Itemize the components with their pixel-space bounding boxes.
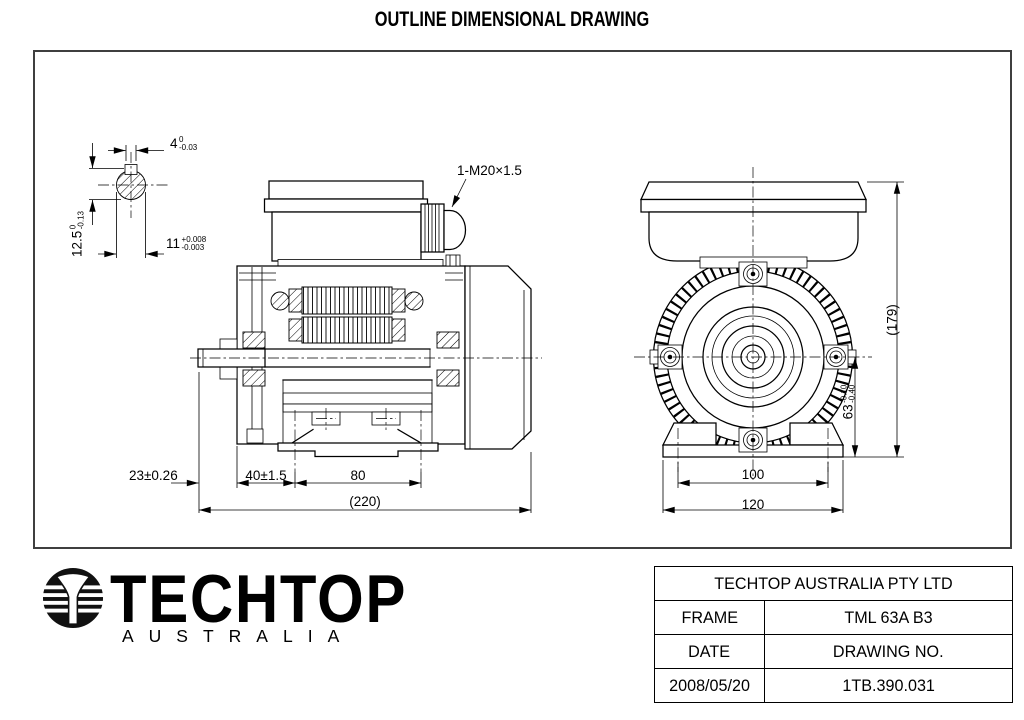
title-block-company-row: TECHTOP AUSTRALIA PTY LTD (655, 567, 1012, 600)
motor-outline-drawing: .ln{stroke:#000;stroke-width:1.25;fill:n… (89, 143, 904, 514)
techtop-logo-icon (42, 567, 104, 629)
cable-gland-label: 1-M20×1.5 (457, 163, 522, 178)
dim-shoulder-to-foot-hole: 40±1.5 (245, 468, 287, 483)
title-block-frame-row: FRAME TML 63A B3 (655, 600, 1012, 634)
date-label: DATE (688, 641, 731, 661)
title-block-values-row: 2008/05/20 1TB.390.031 (655, 668, 1012, 702)
frame-value: TML 63A B3 (844, 607, 933, 627)
title-block-headers-row: DATE DRAWING NO. (655, 634, 1012, 668)
shaft-section-detail (89, 143, 170, 258)
dim-value: 12.5 (69, 230, 85, 258)
tolerance-stack: +0.008 -0.003 (181, 235, 207, 252)
dim-foot-overall-width: 120 (741, 497, 765, 512)
side-view (190, 178, 542, 458)
tolerance-stack: 0 -0.03 (179, 135, 198, 152)
dim-shaft-height: 63 -0.10 -0.40 (839, 384, 857, 420)
dim-overall-height: (179) (884, 304, 900, 336)
dim-value: 63 (840, 404, 856, 420)
title-block: TECHTOP AUSTRALIA PTY LTD FRAME TML 63A … (654, 566, 1013, 703)
dim-overall-length: (220) (349, 494, 381, 509)
date-value: 2008/05/20 (669, 675, 750, 695)
dim-value: 4 (170, 136, 178, 151)
tolerance-stack: 0 -0.13 (68, 210, 86, 230)
front-view (634, 167, 872, 480)
dim-keyway-width: 4 0 -0.03 (170, 136, 197, 151)
drawing-no-value: 1TB.390.031 (842, 675, 935, 695)
drawing-no-label: DRAWING NO. (833, 641, 944, 661)
brand-region: AUSTRALIA (122, 626, 355, 646)
tolerance-stack: -0.10 -0.40 (839, 384, 857, 403)
front-view-dimensions (662, 181, 904, 514)
dim-foot-hole-spacing: 80 (350, 468, 366, 483)
dim-shaft-extension: 23±0.26 (129, 468, 178, 483)
brand-wordmark: TECHTOP (110, 561, 408, 637)
side-view-dimensions (171, 372, 532, 514)
dim-value: 11 (166, 236, 181, 251)
page-title: OUTLINE DIMENSIONAL DRAWING (374, 8, 650, 31)
frame-label: FRAME (681, 607, 738, 627)
dim-shaft-diameter: 11 +0.008 -0.003 (166, 236, 206, 251)
company-name: TECHTOP AUSTRALIA PTY LTD (714, 573, 953, 593)
dim-key-height: 12.5 0 -0.13 (68, 210, 86, 258)
dim-foot-hole-width: 100 (741, 467, 765, 482)
techtop-logo: TECHTOP AUSTRALIA (40, 563, 430, 658)
